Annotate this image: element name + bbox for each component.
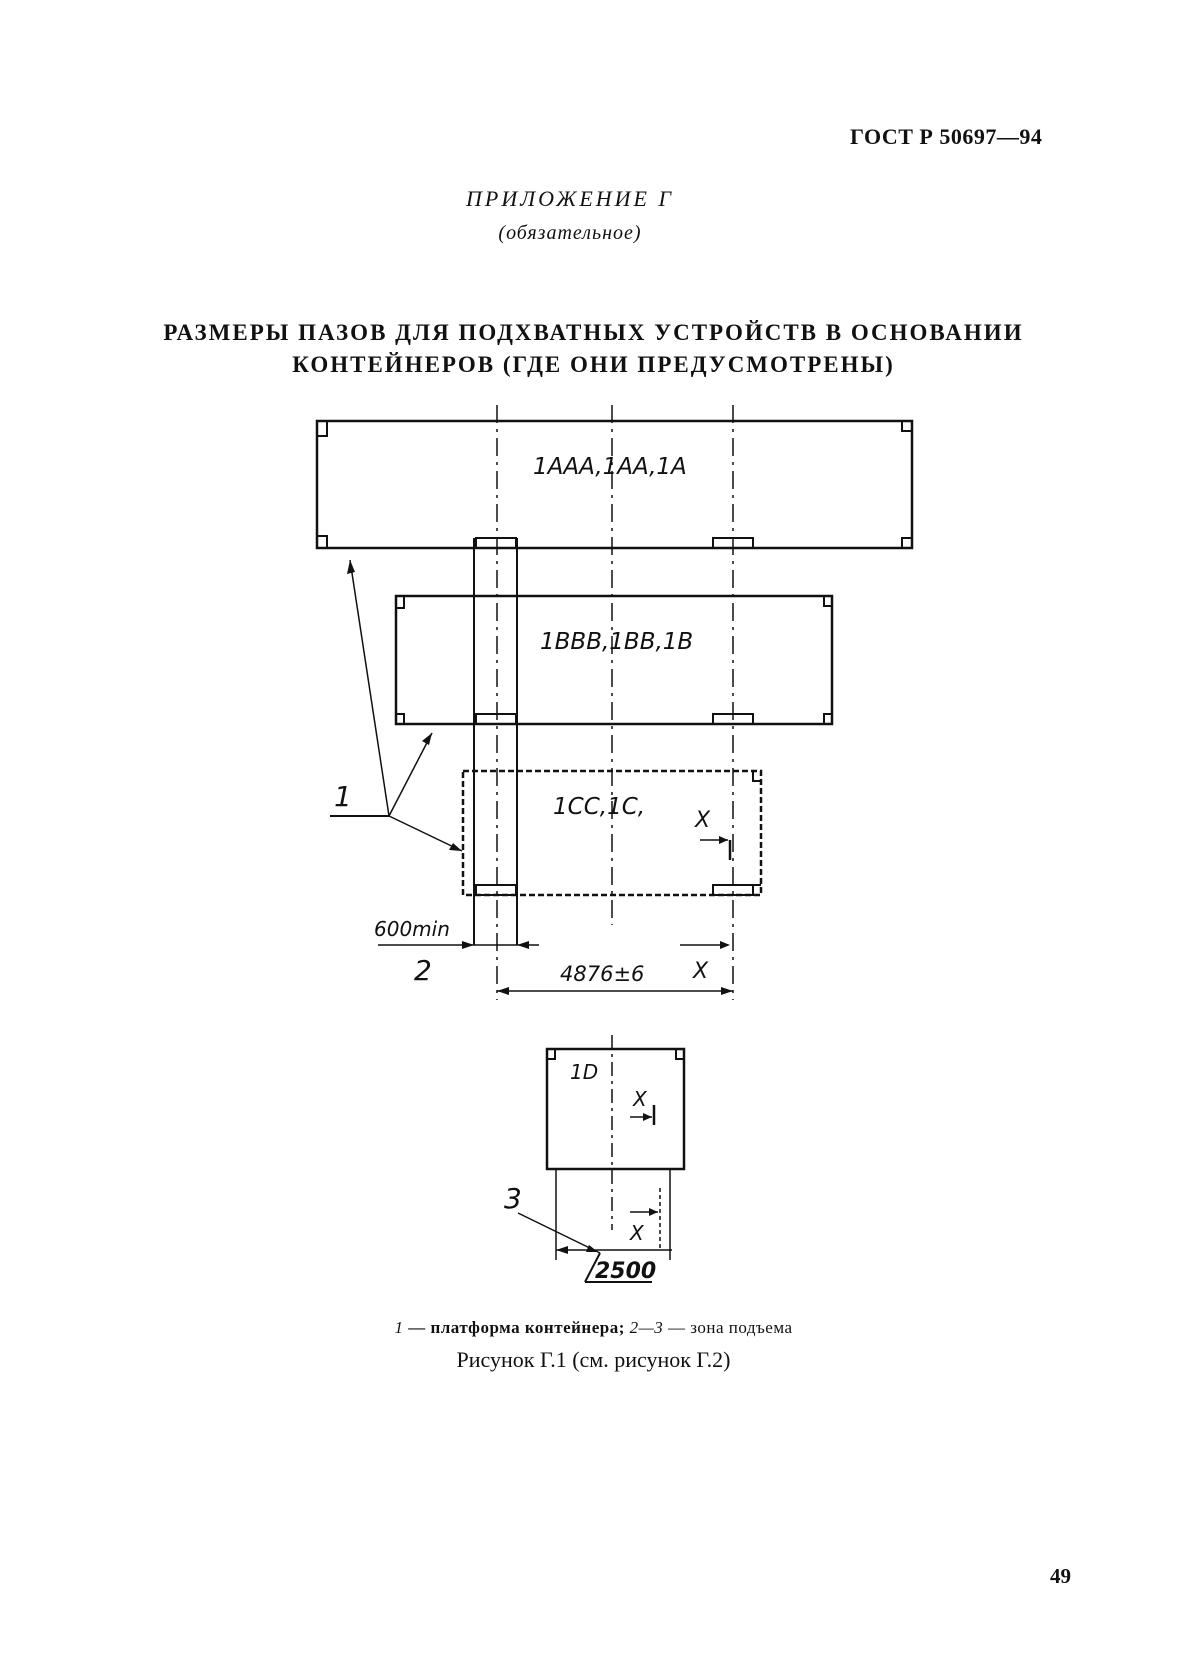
document-heading-line1: РАЗМЕРЫ ПАЗОВ ДЛЯ ПОДХВАТНЫХ УСТРОЙСТВ В… xyxy=(163,320,1024,345)
label-1bbb: 1BBB,1BB,1B xyxy=(540,629,693,655)
callout-1-arrow-a xyxy=(349,559,390,817)
figure-caption: Рисунок Г.1 (см. рисунок Г.2) xyxy=(456,1347,731,1372)
dim-2500-label: 2500 xyxy=(595,1259,656,1284)
dim-4876-label: 4876±6 xyxy=(560,962,644,986)
slot-left-1aaa xyxy=(475,537,517,549)
corner-fitting xyxy=(317,421,912,548)
section-x-1cc: X xyxy=(694,808,711,833)
appendix-title: ПРИЛОЖЕНИЕ Г xyxy=(466,186,674,211)
standard-number: ГОСТ Р 50697—94 xyxy=(850,124,1043,149)
corner-fitting xyxy=(547,1049,684,1060)
page-number: 49 xyxy=(1050,1564,1071,1588)
label-1cc: 1CC,1C, xyxy=(553,794,645,820)
callout-1-arrow-b xyxy=(388,732,433,817)
container-slot-diagram: 1AAA,1AA,1A 1BBB,1BB,1B 1CC,1C, 1D 1 2 3… xyxy=(315,405,914,1284)
legend-num-1: 1 xyxy=(394,1318,404,1337)
slot-right-1aaa xyxy=(712,537,754,549)
section-x-dim: X xyxy=(692,959,709,984)
section-x-1d: X xyxy=(632,1087,648,1111)
slot-right-1bbb xyxy=(712,713,754,725)
callout-3-leader xyxy=(517,1212,601,1254)
callout-1-arrow-c xyxy=(388,815,463,852)
legend-text-1: — платформа контейнера; xyxy=(403,1318,630,1337)
label-1aaa: 1AAA,1AA,1A xyxy=(533,454,687,480)
callout-1-number: 1 xyxy=(334,780,352,813)
appendix-subtitle: (обязательное) xyxy=(498,222,642,244)
legend-text-2: — зона подъема xyxy=(663,1318,793,1337)
container-1cc-outline xyxy=(461,769,763,897)
container-1aaa-outline xyxy=(315,419,914,550)
label-1d: 1D xyxy=(570,1060,598,1084)
dim-2500-slash xyxy=(584,1252,601,1283)
container-1bbb-outline xyxy=(394,594,834,726)
legend-num-2: 2—3 xyxy=(629,1318,664,1337)
slot-right-1cc xyxy=(712,884,754,896)
slot-left-1cc xyxy=(475,884,517,896)
callout-2-number: 2 xyxy=(414,954,432,987)
container-1d-outline xyxy=(545,1047,686,1171)
callout-3-number: 3 xyxy=(504,1182,522,1215)
corner-fitting xyxy=(396,596,832,724)
dim-600min-label: 600min xyxy=(374,917,450,941)
section-x-1d-lower: X xyxy=(629,1221,645,1245)
document-heading-line2: КОНТЕЙНЕРОВ (ГДЕ ОНИ ПРЕДУСМОТРЕНЫ) xyxy=(292,352,895,377)
figure-legend: 1 — платформа контейнера; 2—3 — зона под… xyxy=(0,1318,1187,1338)
slot-left-1bbb xyxy=(475,713,517,725)
